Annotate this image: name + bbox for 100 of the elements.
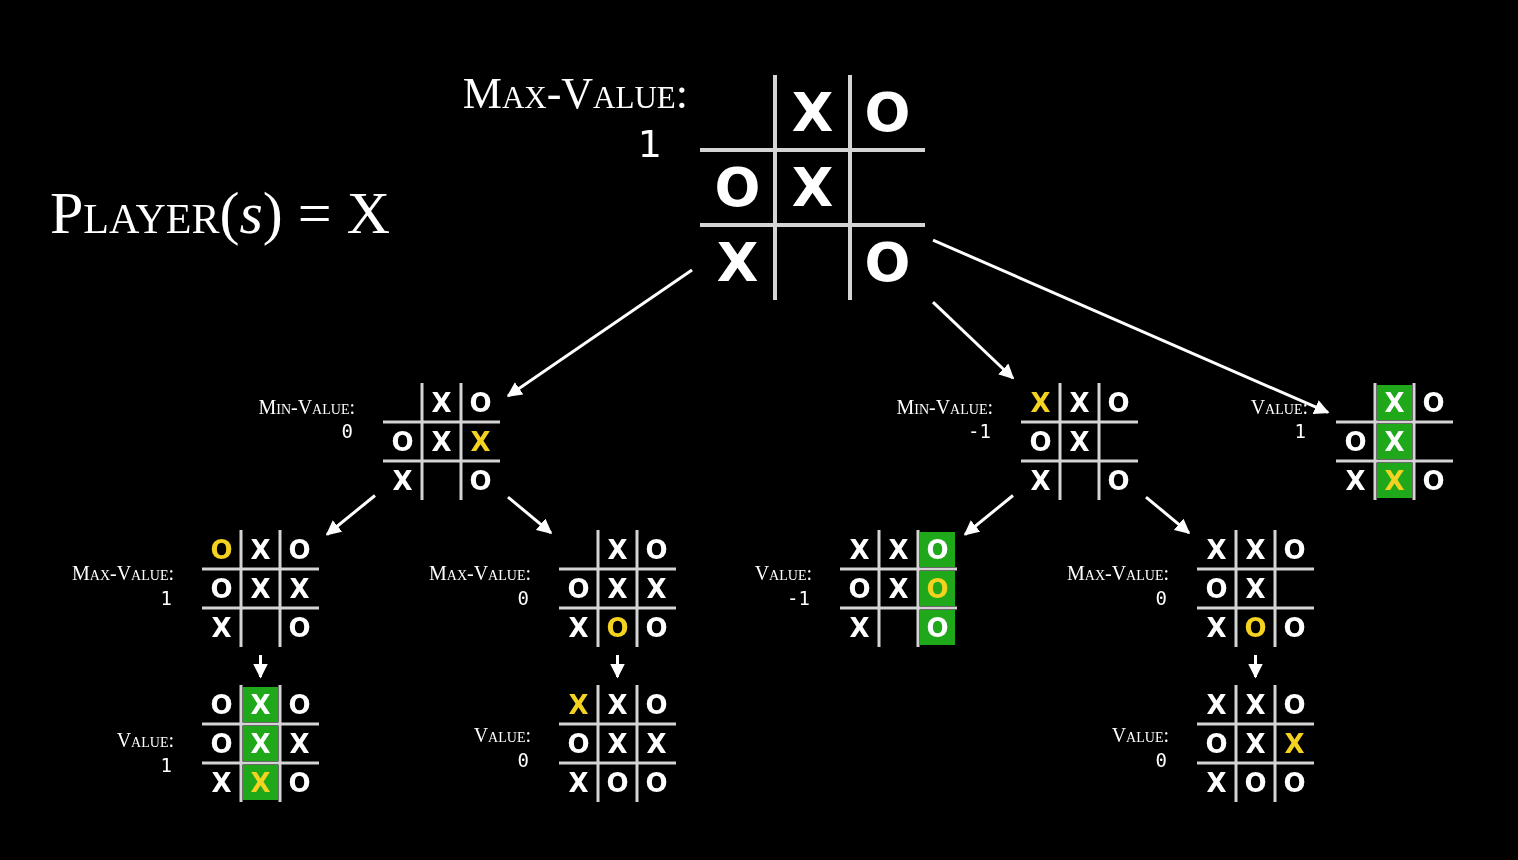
- tic-tac-toe-board: [559, 530, 676, 647]
- highlighted-mark: X: [243, 726, 278, 761]
- board-mark: O: [1282, 688, 1307, 722]
- board-mark: O: [644, 688, 669, 722]
- arrow: [506, 268, 693, 398]
- board-mark: X: [288, 727, 311, 761]
- board-mark: X: [430, 425, 453, 459]
- value-number: 0: [1155, 589, 1167, 608]
- board-mark: X: [606, 688, 629, 722]
- board-mark: X: [887, 572, 910, 606]
- board-mark: O: [1343, 425, 1368, 459]
- board-mark: O: [1421, 386, 1446, 420]
- board-mark: O: [1243, 766, 1268, 800]
- tic-tac-toe-board: [700, 75, 925, 300]
- board-mark: X: [430, 386, 453, 420]
- board-mark: O: [566, 572, 591, 606]
- board-mark: X: [1244, 533, 1267, 567]
- arrow: [963, 494, 1014, 536]
- board-mark: O: [1028, 425, 1053, 459]
- tic-tac-toe-board: [383, 383, 500, 500]
- board-mark: X: [1029, 464, 1052, 498]
- board-mark: X: [790, 79, 835, 146]
- board-mark: O: [1204, 727, 1229, 761]
- value-label: Value:: [116, 730, 174, 750]
- arrow: [325, 494, 376, 536]
- value-label: Max-Value:: [72, 563, 174, 583]
- board-mark: O: [863, 79, 912, 146]
- arrow: [610, 655, 625, 679]
- value-number: -1: [787, 589, 810, 608]
- board-mark: O: [287, 533, 312, 567]
- value-label: Min-Value:: [896, 397, 993, 417]
- board-mark: O: [566, 727, 591, 761]
- highlighted-mark: X: [243, 765, 278, 800]
- value-number: 0: [341, 422, 353, 441]
- arrow: [1145, 495, 1191, 535]
- board-mark: X: [645, 727, 668, 761]
- board-mark: O: [287, 611, 312, 645]
- highlighted-mark: O: [920, 610, 955, 645]
- board-mark: X: [288, 572, 311, 606]
- highlighted-mark: O: [920, 532, 955, 567]
- board-mark: O: [1421, 464, 1446, 498]
- board-mark: O: [1282, 766, 1307, 800]
- board-mark: O: [863, 229, 912, 296]
- board-mark: X: [249, 572, 272, 606]
- highlighted-mark: X: [1377, 424, 1412, 459]
- arrow: [253, 655, 268, 679]
- board-mark: X: [469, 425, 492, 459]
- highlighted-mark: O: [920, 571, 955, 606]
- board-mark: O: [1243, 611, 1268, 645]
- arrow: [932, 238, 1330, 414]
- heading: Player(s) = X: [50, 180, 390, 246]
- board-mark: X: [1205, 688, 1228, 722]
- tic-tac-toe-board: [1021, 383, 1138, 500]
- tic-tac-toe-board: [202, 530, 319, 647]
- board-mark: O: [1282, 533, 1307, 567]
- board-mark: X: [210, 766, 233, 800]
- board-mark: X: [567, 688, 590, 722]
- board-mark: X: [1068, 386, 1091, 420]
- highlighted-mark: X: [243, 687, 278, 722]
- value-number: 1: [160, 589, 172, 608]
- value-label: Value:: [473, 725, 531, 745]
- board-mark: X: [1244, 688, 1267, 722]
- value-number: 1: [1294, 422, 1306, 441]
- board-mark: O: [644, 611, 669, 645]
- board-mark: X: [715, 229, 760, 296]
- tic-tac-toe-board: [840, 530, 957, 647]
- board-mark: O: [209, 533, 234, 567]
- board-mark: X: [567, 766, 590, 800]
- value-label: Max-Value:: [1067, 563, 1169, 583]
- board-mark: O: [468, 386, 493, 420]
- highlighted-mark: X: [1377, 463, 1412, 498]
- arrow: [1248, 655, 1263, 679]
- board-mark: O: [1204, 572, 1229, 606]
- board-mark: O: [605, 766, 630, 800]
- board-mark: O: [390, 425, 415, 459]
- board-mark: X: [210, 611, 233, 645]
- board-mark: X: [1283, 727, 1306, 761]
- value-number: 0: [517, 589, 529, 608]
- board-mark: X: [887, 533, 910, 567]
- value-number: 1: [160, 756, 172, 775]
- board-mark: X: [1244, 727, 1267, 761]
- tic-tac-toe-board: [1197, 530, 1314, 647]
- board-mark: X: [790, 154, 835, 221]
- value-label: Min-Value:: [258, 397, 355, 417]
- value-label: Value:: [1250, 397, 1308, 417]
- board-mark: X: [645, 572, 668, 606]
- board-mark: X: [606, 533, 629, 567]
- board-mark: O: [287, 688, 312, 722]
- board-mark: O: [1282, 611, 1307, 645]
- highlighted-mark: X: [1377, 385, 1412, 420]
- board-mark: X: [391, 464, 414, 498]
- value-label: Max-Value:: [429, 563, 531, 583]
- board-mark: X: [1205, 611, 1228, 645]
- board-mark: X: [848, 533, 871, 567]
- board-mark: X: [1244, 572, 1267, 606]
- tic-tac-toe-board: [559, 685, 676, 802]
- value-label: Max-Value:: [462, 72, 688, 116]
- arrow: [507, 495, 553, 535]
- board-mark: O: [209, 572, 234, 606]
- value-number: 0: [517, 751, 529, 770]
